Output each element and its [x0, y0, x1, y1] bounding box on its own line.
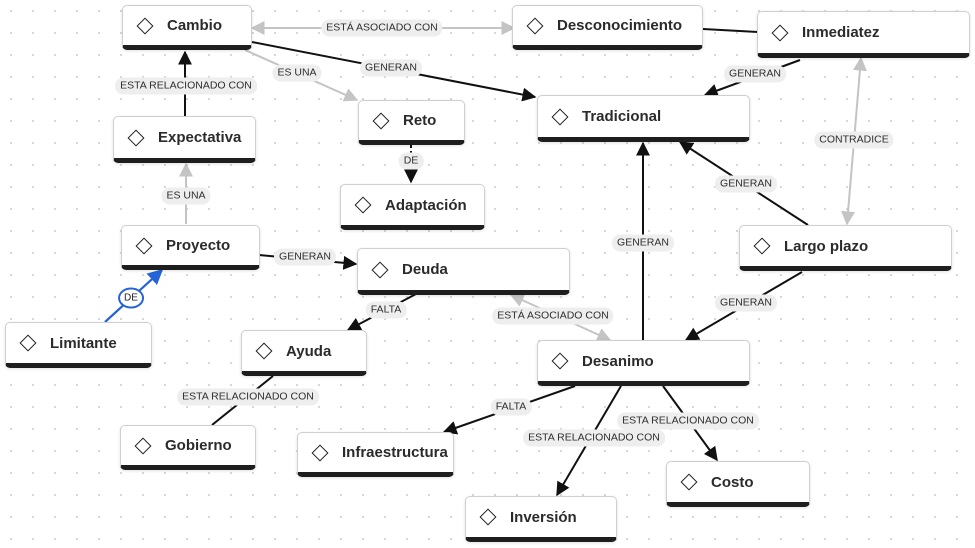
- diamond-icon: [771, 24, 789, 41]
- node-desanimo[interactable]: Desanimo: [537, 340, 750, 386]
- edge-label-desanimo-inversion: ESTA RELACIONADO CON: [523, 429, 665, 447]
- diamond-icon: [479, 508, 497, 526]
- edge-label-limitante-proyecto: DE: [118, 287, 144, 309]
- diamond-icon: [354, 196, 372, 214]
- node-label: Infraestructura: [342, 444, 448, 461]
- edge-desconocimiento-inmediatez: [702, 28, 759, 33]
- edge-label-inmediatez-largo-plazo: CONTRADICE: [814, 131, 894, 149]
- node-cambio[interactable]: Cambio: [122, 5, 252, 50]
- node-label: Costo: [711, 473, 754, 491]
- edge-label-cambio-reto: ES UNA: [272, 64, 322, 82]
- diamond-icon: [136, 17, 154, 34]
- diamond-icon: [255, 342, 273, 360]
- diamond-icon: [371, 261, 389, 278]
- edge-label-desanimo-costo: ESTA RELACIONADO CON: [617, 412, 759, 430]
- node-label: Largo plazo: [784, 237, 869, 255]
- diamond-icon: [551, 352, 569, 370]
- node-label: Cambio: [167, 17, 223, 34]
- node-infraestructura[interactable]: Infraestructura: [297, 432, 454, 477]
- diamond-icon: [753, 237, 771, 255]
- node-label: Expectativa: [158, 129, 242, 146]
- node-label: Ayuda: [286, 342, 332, 360]
- diamond-icon: [311, 444, 329, 461]
- node-tradicional[interactable]: Tradicional: [537, 95, 750, 142]
- node-ayuda[interactable]: Ayuda: [241, 330, 367, 376]
- diamond-icon: [127, 129, 145, 146]
- diamond-icon: [680, 473, 698, 491]
- node-label: Inversión: [510, 508, 577, 526]
- edge-label-cambio-tradicional: GENERAN: [360, 59, 422, 77]
- edge-label-proyecto-deuda: GENERAN: [274, 248, 336, 266]
- node-limitante[interactable]: Limitante: [5, 322, 152, 368]
- node-inmediatez[interactable]: Inmediatez: [757, 11, 970, 58]
- edge-label-desanimo-infraestructura: FALTA: [490, 398, 532, 416]
- edge-label-deuda-desanimo: ESTÁ ASOCIADO CON: [492, 307, 614, 325]
- node-label: Tradicional: [582, 108, 662, 125]
- diamond-icon: [19, 334, 37, 352]
- edge-label-ayuda-gobierno: ESTA RELACIONADO CON: [177, 388, 319, 406]
- diamond-icon: [551, 108, 569, 125]
- node-label: Gobierno: [165, 437, 232, 454]
- node-inversion[interactable]: Inversión: [465, 496, 617, 542]
- node-label: Adaptación: [385, 196, 467, 214]
- node-expectativa[interactable]: Expectativa: [113, 116, 256, 163]
- node-largo-plazo[interactable]: Largo plazo: [739, 225, 952, 271]
- edge-label-proyecto-expectativa: ES UNA: [161, 187, 211, 205]
- node-desconocimiento[interactable]: Desconocimiento: [512, 5, 703, 50]
- edge-label-reto-adaptacion: DE: [398, 152, 424, 170]
- node-gobierno[interactable]: Gobierno: [120, 425, 256, 470]
- edge-label-largo-plazo-desanimo: GENERAN: [715, 294, 777, 312]
- node-label: Reto: [403, 112, 437, 129]
- edge-label-cambio-desconocimiento: ESTÁ ASOCIADO CON: [321, 19, 443, 37]
- node-label: Limitante: [50, 334, 117, 352]
- node-adaptacion[interactable]: Adaptación: [340, 184, 485, 230]
- edge-label-expectativa-cambio: ESTA RELACIONADO CON: [115, 77, 257, 95]
- diamond-icon: [135, 237, 153, 254]
- node-label: Inmediatez: [802, 24, 880, 41]
- edge-label-deuda-ayuda: FALTA: [365, 301, 407, 319]
- node-proyecto[interactable]: Proyecto: [121, 225, 260, 270]
- node-costo[interactable]: Costo: [666, 461, 810, 507]
- node-reto[interactable]: Reto: [358, 100, 465, 145]
- diamond-icon: [134, 437, 152, 454]
- node-label: Deuda: [402, 261, 448, 278]
- node-label: Desanimo: [582, 352, 654, 370]
- node-label: Proyecto: [166, 237, 231, 254]
- node-label: Desconocimiento: [557, 17, 683, 34]
- edge-label-largo-plazo-tradicional: GENERAN: [715, 175, 777, 193]
- edge-label-desanimo-tradicional: GENERAN: [612, 234, 674, 252]
- diamond-icon: [372, 112, 390, 129]
- edge-label-inmediatez-tradicional: GENERAN: [724, 65, 786, 83]
- diamond-icon: [526, 17, 544, 34]
- node-deuda[interactable]: Deuda: [357, 248, 570, 295]
